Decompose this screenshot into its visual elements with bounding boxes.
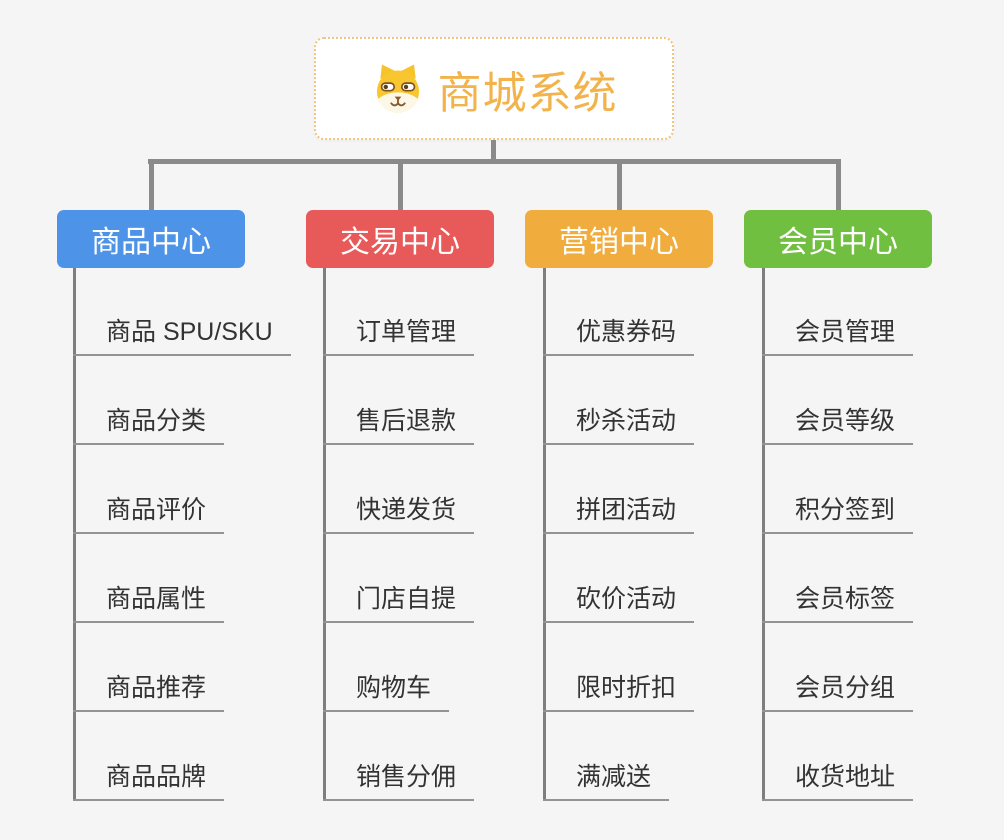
leaf-node[interactable]: 商品 SPU/SKU (73, 267, 323, 356)
branch-items-members: 会员管理 会员等级 积分签到 会员标签 会员分组 收货地址 (762, 267, 1004, 801)
leaf-node[interactable]: 会员分组 (762, 623, 1004, 712)
leaf-node[interactable]: 会员标签 (762, 534, 1004, 623)
branch-label: 营销中心 (559, 226, 679, 259)
branch-items-trade: 订单管理 售后退款 快递发货 门店自提 购物车 销售分佣 (323, 267, 573, 801)
leaf-node[interactable]: 秒杀活动 (543, 356, 793, 445)
leaf-node[interactable]: 购物车 (323, 623, 573, 712)
leaf-node[interactable]: 砍价活动 (543, 534, 793, 623)
leaf-node[interactable]: 门店自提 (323, 534, 573, 623)
leaf-node[interactable]: 商品品牌 (73, 712, 323, 801)
branch-spine-trade (323, 268, 326, 801)
branch-items-products: 商品 SPU/SKU 商品分类 商品评价 商品属性 商品推荐 商品品牌 (73, 267, 323, 801)
connector-drop-members (836, 159, 841, 210)
leaf-node[interactable]: 优惠券码 (543, 267, 793, 356)
connector-drop-products (149, 159, 154, 210)
branch-label: 会员中心 (778, 226, 898, 259)
dog-face-icon (371, 62, 425, 116)
branch-spine-members (762, 268, 765, 801)
branch-label: 交易中心 (340, 226, 460, 259)
leaf-node[interactable]: 满减送 (543, 712, 793, 801)
leaf-node[interactable]: 积分签到 (762, 445, 1004, 534)
branch-box-marketing-center[interactable]: 营销中心 (525, 210, 713, 268)
branch-spine-products (73, 268, 76, 801)
leaf-node[interactable]: 快递发货 (323, 445, 573, 534)
leaf-node[interactable]: 收货地址 (762, 712, 1004, 801)
branch-box-member-center[interactable]: 会员中心 (744, 210, 932, 268)
leaf-node[interactable]: 会员管理 (762, 267, 1004, 356)
connector-horizontal-rail (148, 159, 841, 164)
leaf-node[interactable]: 商品分类 (73, 356, 323, 445)
leaf-node[interactable]: 订单管理 (323, 267, 573, 356)
leaf-node[interactable]: 拼团活动 (543, 445, 793, 534)
connector-drop-marketing (617, 159, 622, 210)
leaf-node[interactable]: 销售分佣 (323, 712, 573, 801)
connector-drop-trade (398, 159, 403, 210)
leaf-node[interactable]: 商品评价 (73, 445, 323, 534)
root-title: 商城系统 (437, 68, 618, 118)
leaf-node[interactable]: 售后退款 (323, 356, 573, 445)
branch-spine-marketing (543, 268, 546, 801)
leaf-node[interactable]: 限时折扣 (543, 623, 793, 712)
leaf-node[interactable]: 商品推荐 (73, 623, 323, 712)
leaf-node[interactable]: 会员等级 (762, 356, 1004, 445)
branch-box-trade-center[interactable]: 交易中心 (306, 210, 494, 268)
root-node[interactable]: 商城系统 (314, 37, 674, 140)
branch-box-product-center[interactable]: 商品中心 (57, 210, 245, 268)
branch-label: 商品中心 (91, 226, 211, 259)
connector-root-stem (491, 140, 496, 160)
leaf-node[interactable]: 商品属性 (73, 534, 323, 623)
branch-items-marketing: 优惠券码 秒杀活动 拼团活动 砍价活动 限时折扣 满减送 (543, 267, 793, 801)
